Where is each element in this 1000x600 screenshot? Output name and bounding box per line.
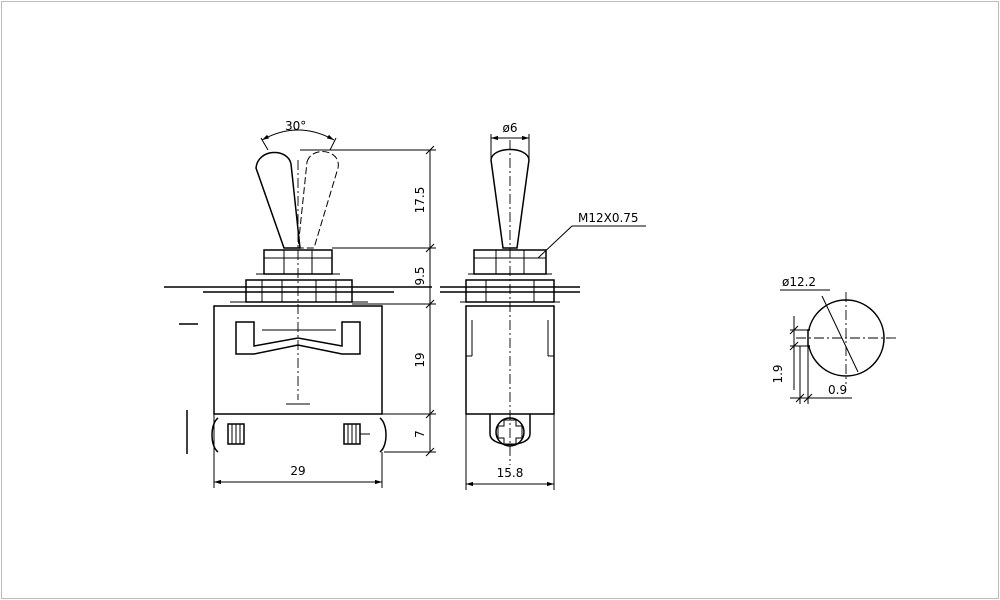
dim-keyway-width: 1.9 (771, 364, 785, 383)
front-view: 30° (164, 119, 436, 488)
front-body (213, 305, 383, 415)
panel-cutout-view: ø12.2 1.9 0.9 (771, 275, 896, 404)
side-view: ø6 (440, 121, 646, 490)
cutout-dia-leader (821, 295, 859, 373)
angle-arc (261, 129, 335, 141)
dim-lever-diameter: ø6 (503, 121, 518, 135)
dim-body-width: 29 (290, 464, 305, 478)
front-lever-solid (255, 151, 301, 249)
dim-cutout-diameter: ø12.2 (782, 275, 816, 289)
dim-lever-height: 17.5 (413, 187, 427, 214)
front-left-terminal-arc (211, 417, 219, 453)
dim-thread: M12X0.75 (578, 211, 639, 225)
front-right-terminal-arc (379, 417, 387, 453)
front-lever-dashed (297, 151, 339, 249)
side-screw-cross (497, 419, 523, 445)
front-inner-cam (235, 321, 361, 355)
angle-ext-left (260, 137, 269, 151)
side-body (465, 305, 555, 415)
dim-body-depth: 15.8 (497, 466, 524, 480)
side-lever (490, 148, 530, 249)
dim-keyway-depth: 0.9 (828, 383, 847, 397)
dim-bushing-height: 9.5 (413, 266, 427, 285)
side-screw-head (495, 417, 525, 447)
cutout-keyway (807, 329, 810, 347)
thread-leader (537, 225, 573, 259)
dim-body-height: 19 (413, 352, 427, 367)
angle-ext-right (329, 137, 337, 151)
dim-terminal-height: 7 (413, 430, 427, 438)
dim-lever-angle: 30° (285, 119, 306, 133)
